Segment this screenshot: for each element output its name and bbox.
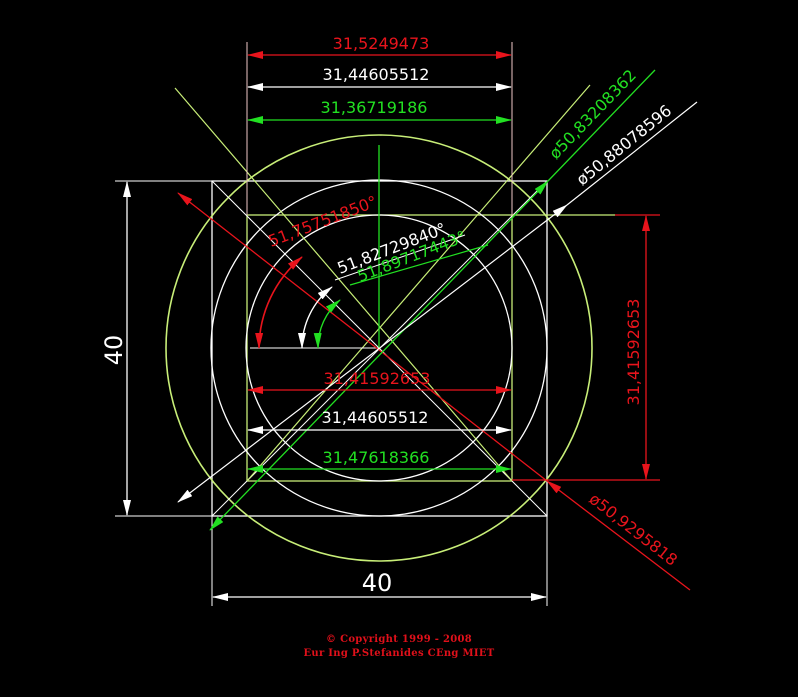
outer-circle	[165, 134, 593, 562]
diameter-red: ø50,9295818	[586, 489, 682, 570]
dim-top-white: 31,44605512	[323, 65, 430, 84]
dim-mid-red: 31,41592653	[324, 369, 431, 388]
angle-arcs	[255, 234, 489, 349]
author-line: Eur Ing P.Stefanides CEng MIET	[303, 648, 495, 659]
dim-bottom-40: 40	[362, 569, 393, 597]
dim-mid-green: 31,47618366	[323, 448, 430, 467]
dim-left-40: 40	[100, 335, 128, 366]
horizontal-dims	[212, 51, 547, 601]
dim-right-red: 31,41592653	[624, 299, 643, 406]
copyright-line: © Copyright 1999 - 2008	[325, 634, 473, 645]
angle-red: 51,75751850°	[266, 192, 380, 251]
dim-mid-white: 31,44605512	[322, 408, 429, 427]
dim-top-red: 31,5249473	[333, 34, 430, 53]
dim-top-green: 31,36719186	[321, 98, 428, 117]
vertical-dims	[123, 181, 650, 516]
